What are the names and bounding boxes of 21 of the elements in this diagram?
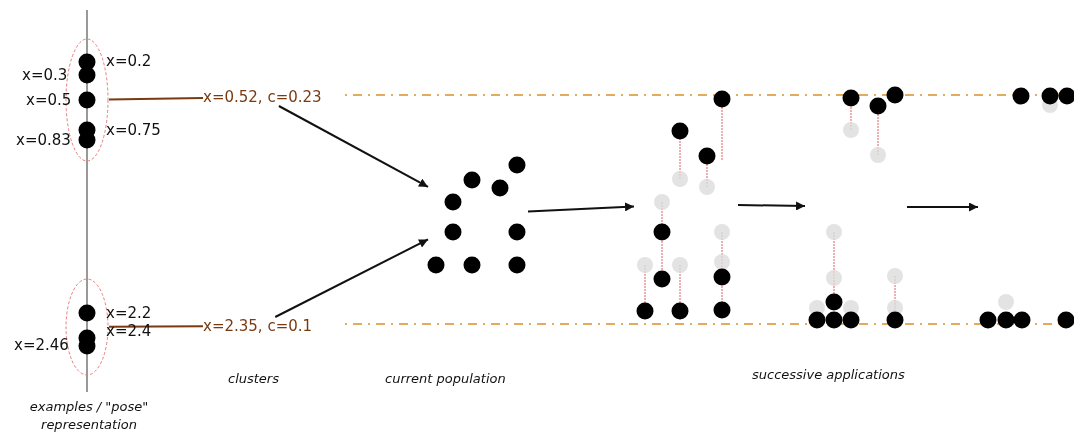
value-label: x=0.75	[106, 121, 161, 139]
arrow	[906, 202, 979, 212]
caption-text: successive applications	[752, 366, 905, 384]
value-label: x=0.3	[22, 66, 68, 84]
value-label: x=2.4	[106, 322, 152, 340]
arrow	[527, 202, 635, 213]
cluster-value-label: x=2.35, c=0.1	[203, 317, 313, 335]
caption-text: current population	[385, 370, 506, 388]
leader-line	[108, 325, 204, 328]
value-label: x=0.2	[106, 52, 152, 70]
value-label: x=0.5	[26, 91, 72, 109]
arrow	[277, 105, 429, 188]
leader-line	[108, 97, 204, 101]
arrow	[274, 238, 429, 318]
value-label: x=0.83	[16, 131, 71, 149]
value-label: x=2.46	[14, 336, 69, 354]
arrow	[737, 201, 806, 211]
caption-text: clusters	[228, 370, 279, 388]
value-label: x=2.2	[106, 304, 152, 322]
caption-text: examples / "pose" representation	[28, 398, 150, 434]
cluster-value-label: x=0.52, c=0.23	[203, 88, 322, 106]
